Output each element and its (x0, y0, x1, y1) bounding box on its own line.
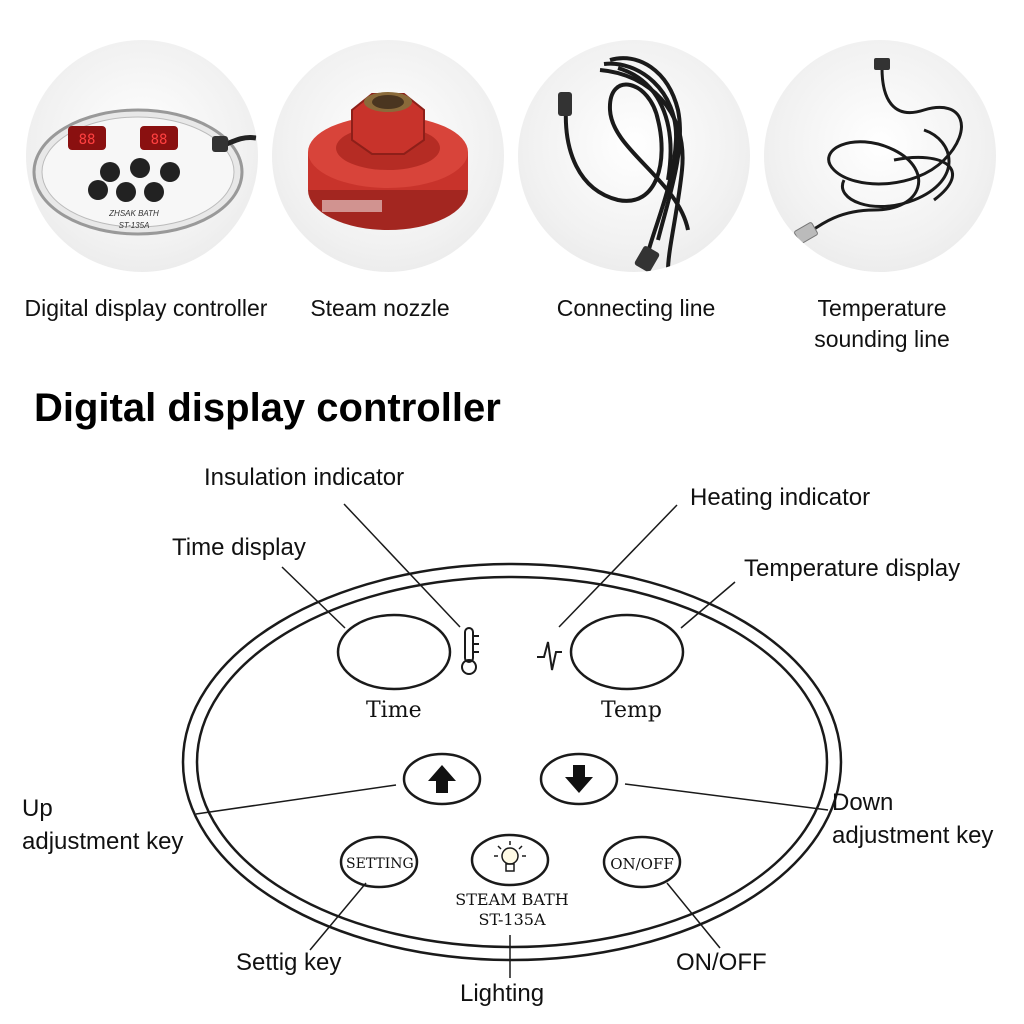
panel-onoff-button-label: ON/OFF (610, 855, 674, 873)
callout-temperature-display: Temperature display (744, 555, 961, 582)
panel-time-label: Time (366, 698, 422, 723)
product-caption-controller: Digital display controller (24, 295, 268, 321)
callout-lighting: Lighting (460, 980, 545, 1007)
leader-onoff (666, 882, 721, 949)
leader-heating (558, 504, 678, 628)
panel-brand-line2: ST-135A (478, 910, 546, 929)
controller-photo-brand: ZHSAK BATH (108, 209, 159, 218)
setting-key (339, 835, 419, 889)
section-title: Digital display controller (34, 386, 501, 430)
leader-down (624, 783, 829, 811)
svg-text:88: 88 (151, 132, 168, 148)
leader-time (281, 566, 346, 629)
leader-up (195, 784, 397, 815)
temp-display (569, 613, 685, 691)
down-arrow-icon (565, 765, 593, 793)
controller-photo-model: ST-135A (119, 221, 150, 230)
callout-time-display: Time display (172, 534, 306, 561)
panel-temp-label: Temp (601, 698, 662, 723)
panel-outer-ring (181, 562, 843, 962)
panel-setting-button-label: SETTING (346, 856, 414, 872)
product-caption-connecting-line: Connecting line (556, 295, 716, 321)
up-arrow-icon (428, 765, 456, 793)
controller-photo: 88 88 ZHSAK BATH ST-135A (26, 40, 258, 272)
leader-insulation (343, 503, 461, 628)
panel-inner-ring (195, 575, 829, 949)
product-caption-temperature-line: Temperature sounding line (814, 295, 950, 352)
callout-down-adjustment-key: Down adjustment key (832, 789, 994, 849)
heating-icon (537, 641, 562, 671)
product-caption-steam-nozzle: Steam nozzle (310, 295, 450, 321)
leader-setting (309, 882, 367, 951)
onoff-key (602, 835, 682, 889)
sensor-wire-photo (764, 40, 996, 272)
steam-nozzle-photo (272, 40, 504, 272)
callout-onoff: ON/OFF (676, 949, 767, 976)
panel-brand-line1: STEAM BATH (455, 890, 569, 909)
leader-temp (680, 581, 736, 629)
svg-text:88: 88 (79, 132, 96, 148)
callout-heating-indicator: Heating indicator (690, 484, 871, 511)
callout-setting-key: Settig key (236, 949, 342, 976)
cable-photo (518, 40, 750, 272)
time-display (336, 613, 452, 691)
callout-insulation-indicator: Insulation indicator (204, 464, 405, 491)
thermometer-icon (461, 627, 479, 675)
callout-up-adjustment-key: Up adjustment key (22, 795, 184, 855)
light-bulb-icon (494, 841, 526, 872)
